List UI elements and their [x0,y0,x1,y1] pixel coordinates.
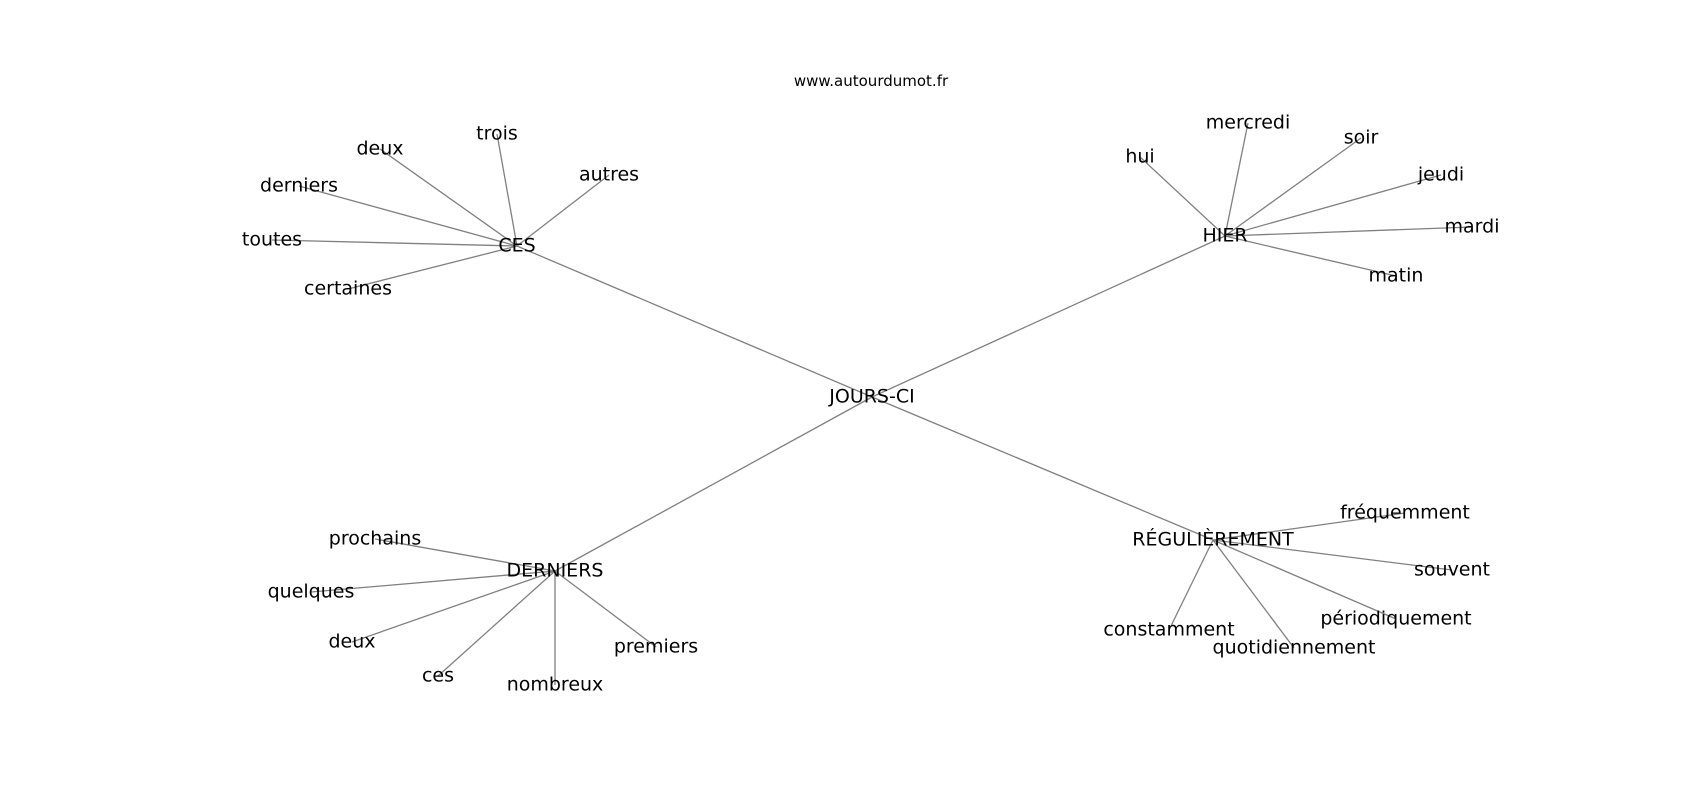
hub-word-node: CES [498,235,535,257]
leaf-word-node: nombreux [507,674,604,696]
edge-hub-to-leaf [1212,539,1397,620]
leaf-word-node: fréquemment [1340,502,1470,524]
leaf-word-node: prochains [329,528,421,550]
leaf-word-node: deux [328,631,375,653]
edge-hub-to-leaf [1139,156,1226,237]
leaf-word-node: quelques [268,581,355,603]
edge-hub-to-leaf [1212,539,1453,571]
leaf-word-node: jeudi [1417,164,1464,186]
hub-word-node: HIER [1202,225,1247,247]
leaf-word-node: quotidiennement [1213,637,1376,659]
edge-hub-to-leaf [379,148,518,247]
leaf-word-node: constamment [1103,619,1234,641]
edge-hub-to-leaf [374,538,556,572]
edge-hub-to-leaf [437,570,556,677]
leaf-word-node: autres [579,164,639,186]
graph-nodes: JOURS-CI CES trois deux autres derniers toutes… [242,112,1500,696]
center-word-node: JOURS-CI [828,386,914,408]
leaf-word-node: matin [1369,265,1424,287]
leaf-word-node: trois [476,123,518,145]
edge-hub-to-leaf [310,570,556,593]
edge-hub-to-leaf [1224,174,1442,237]
leaf-word-node: soir [1344,127,1379,149]
leaf-word-node: ces [422,665,454,687]
edge-hub-to-leaf [1224,122,1249,237]
graph-edges [271,122,1473,685]
edge-hub-to-leaf [1212,539,1295,649]
leaf-word-node: premiers [614,636,698,658]
edge-hub-to-leaf [298,185,518,247]
leaf-word-node: derniers [260,175,338,197]
leaf-word-node: toutes [242,229,302,251]
edge-hub-to-leaf [516,174,610,247]
site-url-label: www.autourdumot.fr [793,72,949,90]
edge-hub-to-leaf [1224,235,1397,277]
edge-hub-to-leaf [496,133,518,247]
edge-hub-to-leaf [554,570,657,648]
edge-center-to-hub [516,245,873,398]
edge-hub-to-leaf [1212,512,1406,541]
edge-center-to-hub [871,235,1226,398]
edge-center-to-hub [554,396,873,572]
edge-hub-to-leaf [347,245,518,290]
leaf-word-node: certaines [304,278,392,300]
edge-hub-to-leaf [271,239,518,247]
leaf-word-node: mardi [1445,216,1500,238]
edge-hub-to-leaf [1168,539,1214,631]
edge-center-to-hub [871,396,1214,541]
edge-hub-to-leaf [1224,137,1362,237]
hub-word-node: RÉGULIÈREMENT [1132,528,1294,551]
edge-hub-to-leaf [1224,226,1473,237]
leaf-word-node: souvent [1414,559,1490,581]
leaf-word-node: périodiquement [1320,608,1471,630]
leaf-word-node: deux [356,138,403,160]
leaf-word-node: hui [1125,146,1154,168]
hub-word-node: DERNIERS [507,560,604,582]
leaf-word-node: mercredi [1206,112,1290,134]
edge-hub-to-leaf [351,570,556,643]
